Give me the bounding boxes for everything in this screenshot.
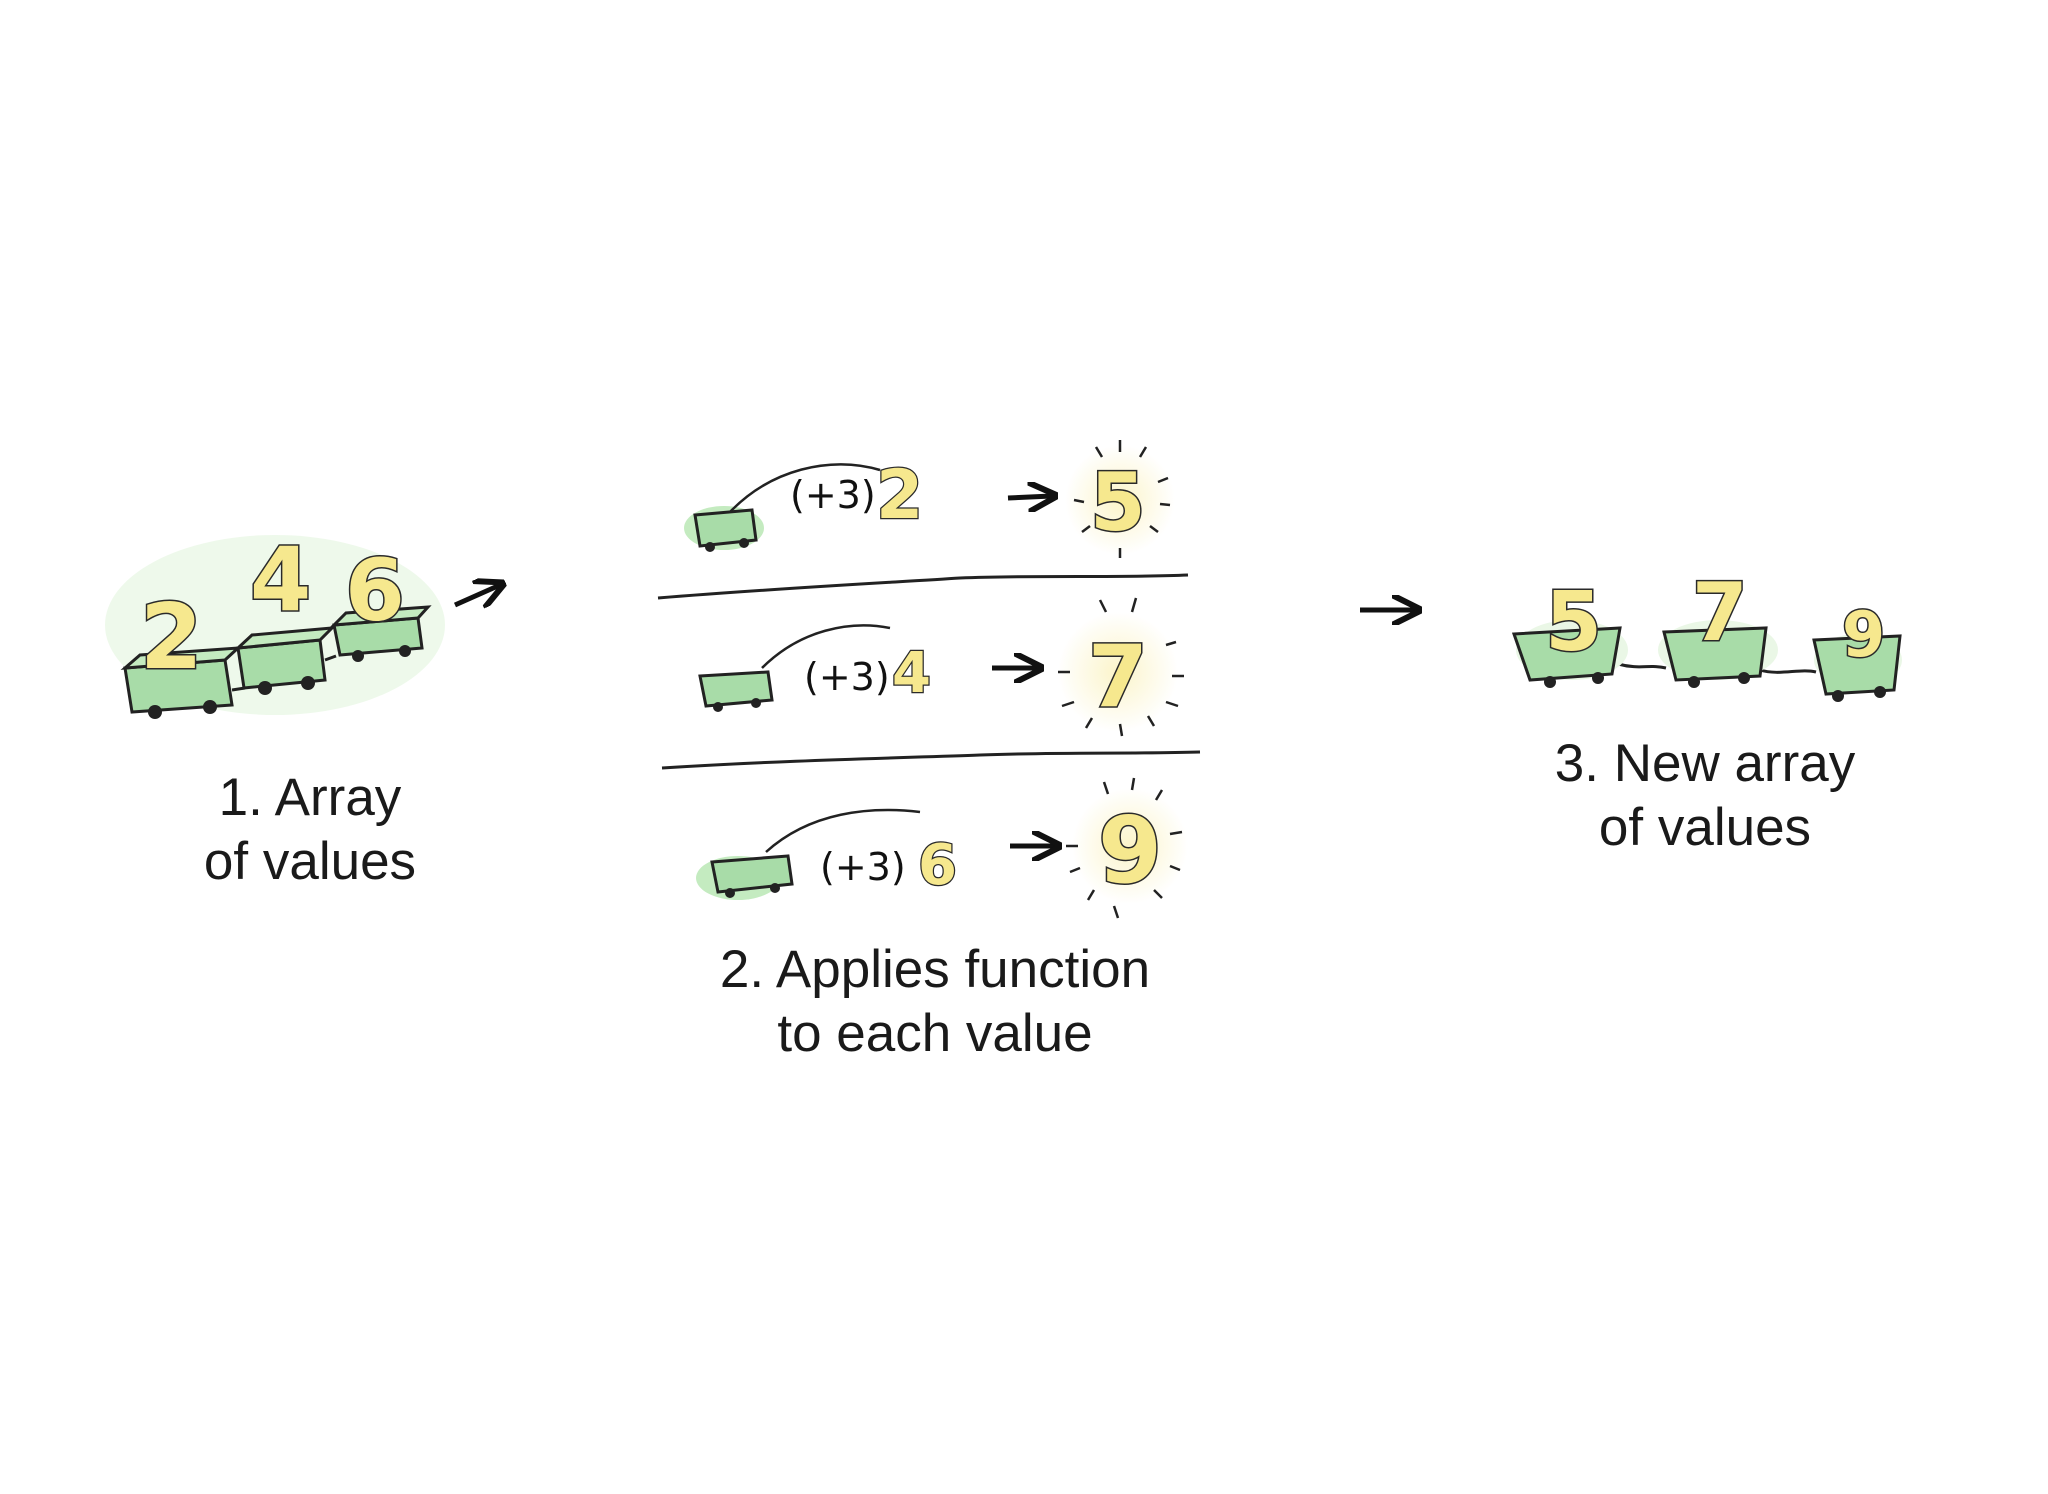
output-value: 5 (1090, 456, 1146, 549)
function-label: (+3) (790, 473, 876, 517)
caption-line: of values (203, 832, 417, 891)
cart-3 (330, 605, 432, 662)
input-array-train: 2 4 6 (105, 527, 445, 719)
input-value: 4 (892, 641, 931, 706)
arrow-icon (453, 585, 500, 605)
function-label: (+3) (820, 845, 906, 889)
cart-1 (120, 646, 243, 719)
input-digit-4: 4 (250, 528, 311, 631)
output-value: 7 (1088, 627, 1148, 727)
output-array-digit-7: 7 (1692, 566, 1748, 659)
caption-step-1: 1. Array of values (170, 766, 450, 894)
row-divider (661, 750, 1201, 770)
row-divider (657, 573, 1189, 600)
caption-line: to each value (777, 1004, 1093, 1063)
input-digit-2: 2 (140, 585, 203, 690)
function-label: (+3) (804, 655, 890, 699)
caption-line: 2. Applies function (719, 940, 1151, 999)
output-array-digit-5: 5 (1545, 575, 1602, 670)
function-row-2: (+3) 4 7 (698, 597, 1184, 737)
output-array-train: 5 7 9 (1511, 565, 1902, 702)
input-digit-6: 6 (345, 541, 405, 641)
function-row-1: (+3) 2 5 (684, 440, 1175, 558)
arrow-icon (1007, 496, 1052, 498)
caption-step-2: 2. Applies function to each value (680, 938, 1190, 1066)
output-array-digit-9: 9 (1842, 598, 1885, 671)
caption-line: 3. New array (1554, 734, 1856, 793)
caption-line: of values (1598, 798, 1812, 857)
output-value: 9 (1098, 797, 1162, 904)
function-row-3: (+3) 6 9 (696, 777, 1188, 919)
caption-step-3: 3. New array of values (1520, 732, 1890, 860)
input-value: 6 (918, 833, 957, 898)
caption-line: 1. Array (218, 768, 402, 827)
function-panel: (+3) 2 5 (+3) 4 7 (657, 440, 1201, 919)
input-value: 2 (876, 456, 923, 535)
cart-2 (233, 626, 336, 695)
